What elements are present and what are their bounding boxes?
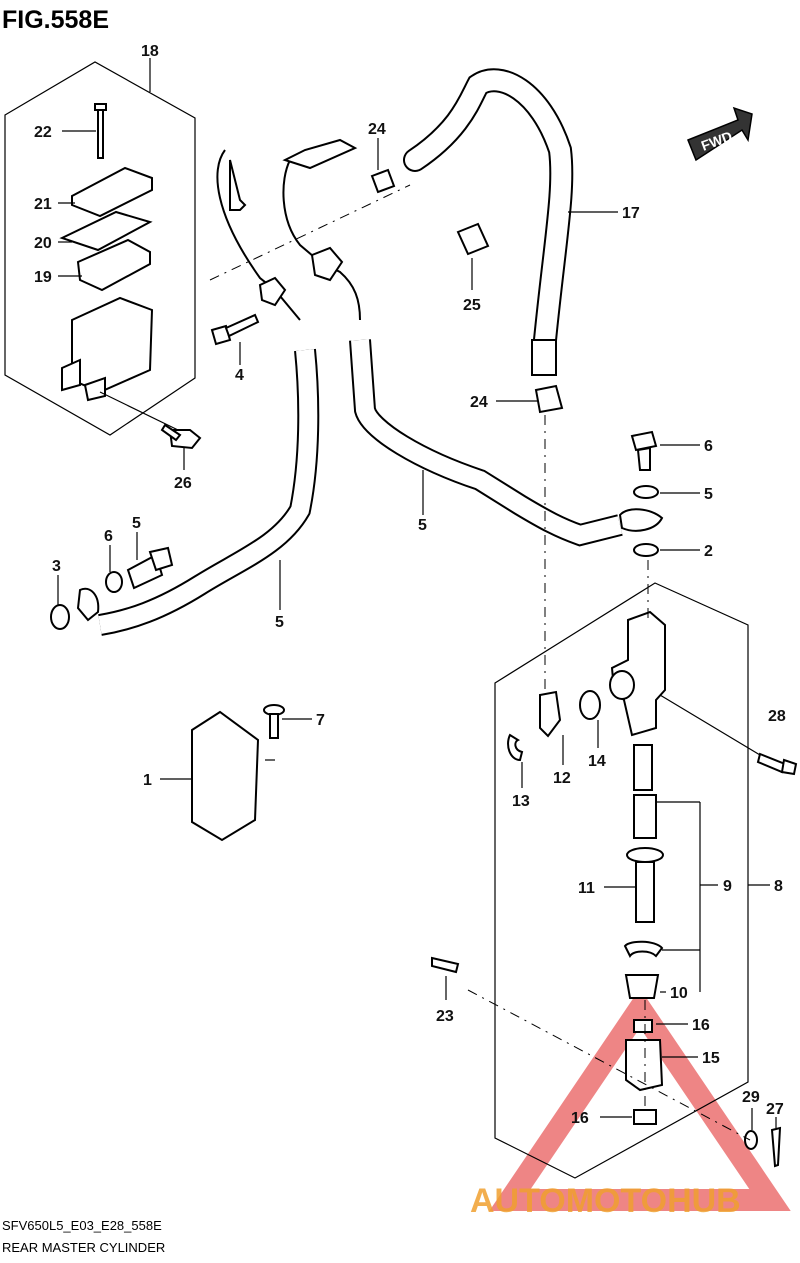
callout-24-top: 24 bbox=[368, 121, 386, 138]
screw-22 bbox=[94, 103, 107, 159]
callout-17: 17 bbox=[622, 205, 640, 222]
fwd-arrow-badge: FWD bbox=[687, 106, 753, 162]
piston-seal bbox=[633, 794, 657, 839]
watermark-text: AUTOMOTOHUB bbox=[470, 1182, 741, 1220]
callout-5-right-a: 5 bbox=[704, 486, 713, 503]
callout-6-right: 6 bbox=[704, 438, 713, 455]
clevis-15 bbox=[625, 1039, 664, 1092]
callout-6-left: 5 bbox=[132, 515, 141, 532]
leader-lines bbox=[57, 58, 777, 1130]
banjo-fitting-left bbox=[76, 587, 100, 622]
bolt-28 bbox=[756, 752, 798, 776]
callout-27: 27 bbox=[766, 1101, 784, 1118]
figure-title: FIG.558E bbox=[2, 6, 109, 34]
callout-14: 14 bbox=[588, 753, 606, 770]
callout-1: 1 bbox=[143, 772, 152, 789]
callout-29: 29 bbox=[742, 1089, 760, 1106]
callout-10: 10 bbox=[670, 985, 688, 1002]
circlip-9 bbox=[623, 940, 664, 958]
bolt-4 bbox=[210, 313, 260, 346]
reservoir-group-box bbox=[4, 61, 196, 436]
callout-11: 11 bbox=[578, 880, 595, 897]
watermark-logo: AUTOMOTOHUB bbox=[470, 1182, 741, 1220]
callout-18: 18 bbox=[141, 43, 159, 60]
callout-5-left-a: 3 bbox=[52, 558, 61, 575]
reservoir-cap-21 bbox=[71, 166, 153, 218]
callout-12: 12 bbox=[553, 770, 571, 787]
fitting-right-top bbox=[282, 138, 358, 170]
nut-16-bottom bbox=[633, 1109, 657, 1125]
callout-24-bottom: 24 bbox=[470, 394, 488, 411]
clamp-24-top bbox=[370, 168, 396, 194]
master-cylinder-body bbox=[609, 610, 666, 737]
screw-7 bbox=[263, 704, 285, 739]
cover-1 bbox=[191, 710, 260, 842]
callout-5-left-b: 6 bbox=[104, 528, 113, 545]
callout-23: 23 bbox=[436, 1008, 454, 1025]
callout-25: 25 bbox=[463, 297, 481, 314]
callout-13: 13 bbox=[512, 793, 530, 810]
callout-5-right-b: 2 bbox=[704, 543, 713, 560]
caption: REAR MASTER CYLINDER bbox=[2, 1240, 165, 1255]
union-right bbox=[310, 246, 344, 282]
callout-4: 4 bbox=[235, 367, 244, 384]
boot-10 bbox=[624, 974, 660, 999]
nut-16-top bbox=[633, 1019, 653, 1033]
callout-26: 26 bbox=[174, 475, 192, 492]
pipe-upper-right bbox=[282, 159, 361, 321]
callout-20: 20 bbox=[34, 235, 52, 252]
hose-end bbox=[531, 339, 557, 376]
o-ring-14 bbox=[579, 690, 601, 720]
pin-23 bbox=[431, 956, 460, 974]
model-code: SFV650L5_E03_E28_558E bbox=[2, 1218, 162, 1233]
callout-2: 5 bbox=[418, 517, 427, 534]
clamp-25 bbox=[456, 222, 490, 256]
callout-16-top: 16 bbox=[692, 1017, 710, 1034]
callout-8: 8 bbox=[774, 878, 783, 895]
callout-16-bottom: 16 bbox=[571, 1110, 589, 1127]
svg-text:FWD: FWD bbox=[699, 128, 734, 154]
clamp-24-bottom bbox=[534, 384, 564, 414]
washer-29 bbox=[744, 1130, 758, 1150]
washer-5-left-b bbox=[105, 571, 123, 593]
fitting-left-top bbox=[229, 159, 247, 211]
diaphragm-19 bbox=[76, 238, 151, 292]
banjo-fitting-right bbox=[618, 508, 664, 532]
bolt-26 bbox=[160, 423, 202, 450]
reservoir-body bbox=[61, 296, 154, 402]
union-left bbox=[258, 276, 287, 307]
pushrod-11 bbox=[626, 847, 664, 923]
callout-9: 9 bbox=[723, 878, 732, 895]
cotter-pin-27 bbox=[770, 1126, 782, 1168]
plate-20 bbox=[59, 210, 153, 252]
callout-22: 22 bbox=[34, 124, 52, 141]
connector-12 bbox=[539, 690, 562, 738]
circlip-13 bbox=[507, 733, 524, 762]
spring bbox=[633, 744, 653, 791]
callout-15: 15 bbox=[702, 1050, 720, 1067]
watermark-triangle bbox=[489, 988, 791, 1211]
callout-7: 7 bbox=[316, 712, 325, 729]
callout-19: 19 bbox=[34, 269, 52, 286]
callout-3: 5 bbox=[275, 614, 284, 631]
washer-5-left-a bbox=[50, 604, 70, 630]
banjo-bolt-6-left bbox=[126, 546, 174, 590]
callout-21: 21 bbox=[34, 196, 52, 213]
washer-5-right-b bbox=[633, 543, 659, 557]
master-cylinder-box bbox=[494, 582, 749, 1179]
callout-28: 28 bbox=[768, 708, 786, 725]
washer-5-right-a bbox=[633, 485, 659, 499]
banjo-bolt-6-right bbox=[630, 430, 658, 471]
